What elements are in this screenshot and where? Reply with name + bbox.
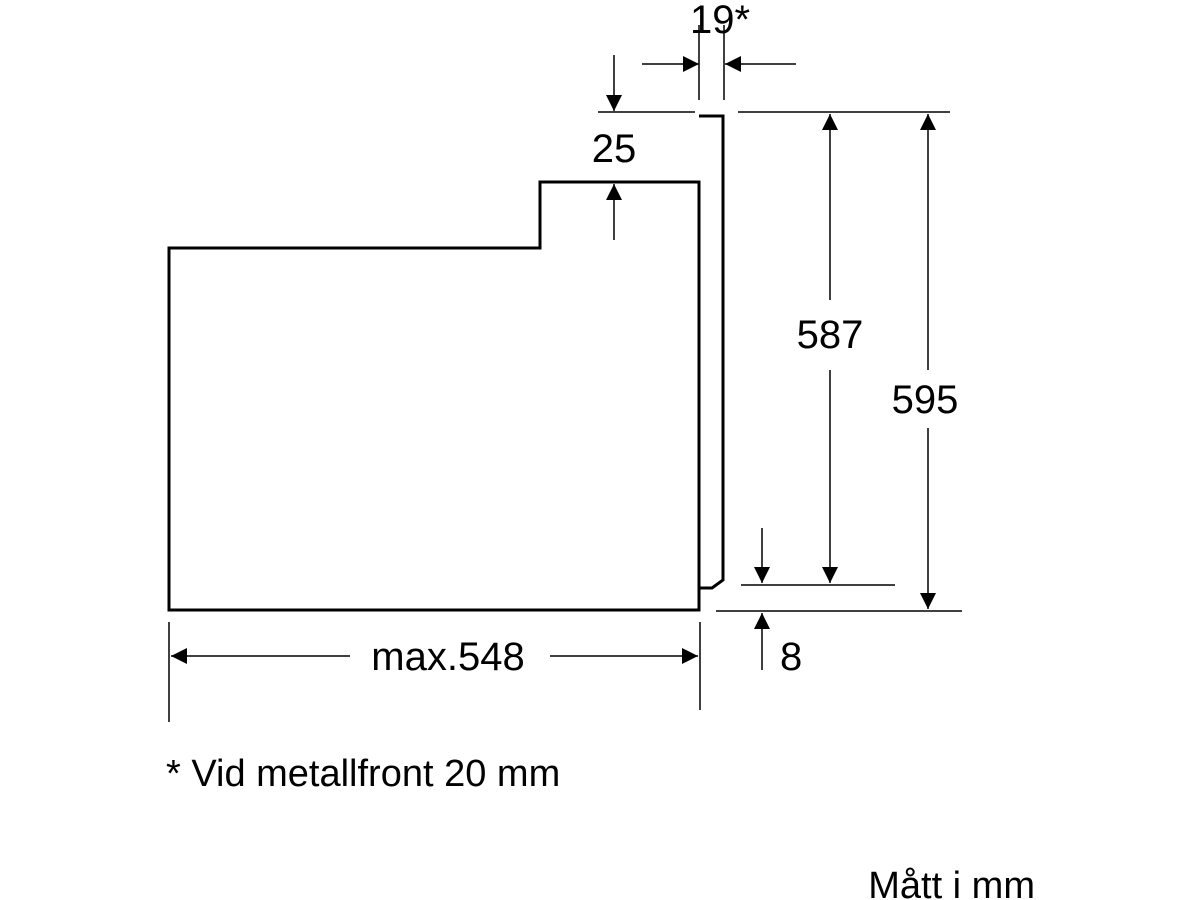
depth-label: max.548 [371,635,524,679]
bottom-offset-dimension: 8 [754,528,802,679]
total-height-label: 595 [892,378,959,422]
depth-dimension: max.548 [168,622,701,722]
top-step-label: 25 [592,127,637,171]
inner-height-label: 587 [797,313,864,357]
footnote-text: * Vid metallfront 20 mm [166,753,560,795]
oven-front-panel [699,114,725,590]
total-height-dimension: 595 [716,114,962,612]
front-thickness-label: 19* [690,0,750,42]
bottom-offset-label: 8 [780,635,802,679]
inner-height-dimension: 587 [738,111,950,586]
top-step-dimension: 25 [592,55,695,240]
units-note-text: Mått i mm [868,865,1035,900]
oven-body-outline [167,180,701,612]
front-thickness-dimension: 19* [642,0,796,100]
